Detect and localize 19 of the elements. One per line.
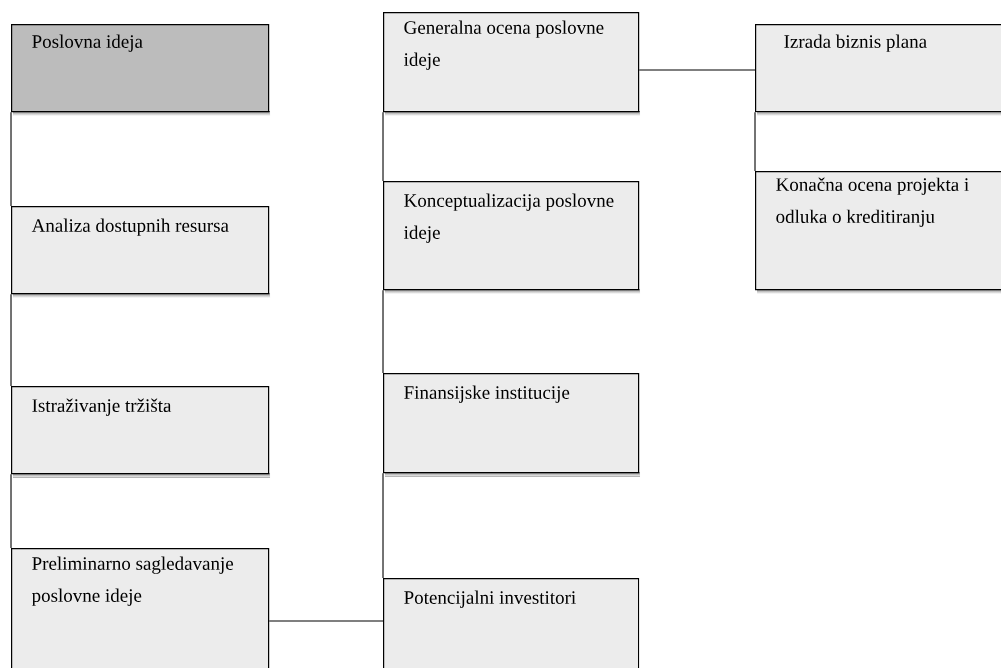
process-box: Preliminarno sagledavanje poslovne ideje bbox=[11, 548, 270, 668]
start-box: Poslovna ideja bbox=[11, 24, 270, 116]
process-box: Potencijalni investitori bbox=[383, 578, 640, 668]
connector-line bbox=[638, 69, 756, 71]
process-box: Istraživanje tržišta bbox=[11, 386, 270, 478]
connector-line bbox=[382, 472, 384, 579]
process-box: Konačna ocena projekta i odluka o kreditiranju bbox=[755, 171, 1001, 294]
process-box: Konceptualizacija poslovne ideje bbox=[383, 181, 640, 294]
connector-line bbox=[10, 293, 12, 387]
connector-line bbox=[10, 111, 12, 207]
connector-line bbox=[382, 289, 384, 374]
connector-line bbox=[10, 473, 12, 549]
connector-line bbox=[268, 620, 384, 622]
process-box: Izrada biznis plana bbox=[755, 24, 1001, 116]
process-box: Finansijske institucije bbox=[383, 373, 640, 477]
process-box: Analiza dostupnih resursa bbox=[11, 206, 270, 298]
connector-line bbox=[382, 111, 384, 182]
connector-line bbox=[754, 111, 756, 172]
process-box: Generalna ocena poslovne ideje bbox=[383, 12, 640, 116]
